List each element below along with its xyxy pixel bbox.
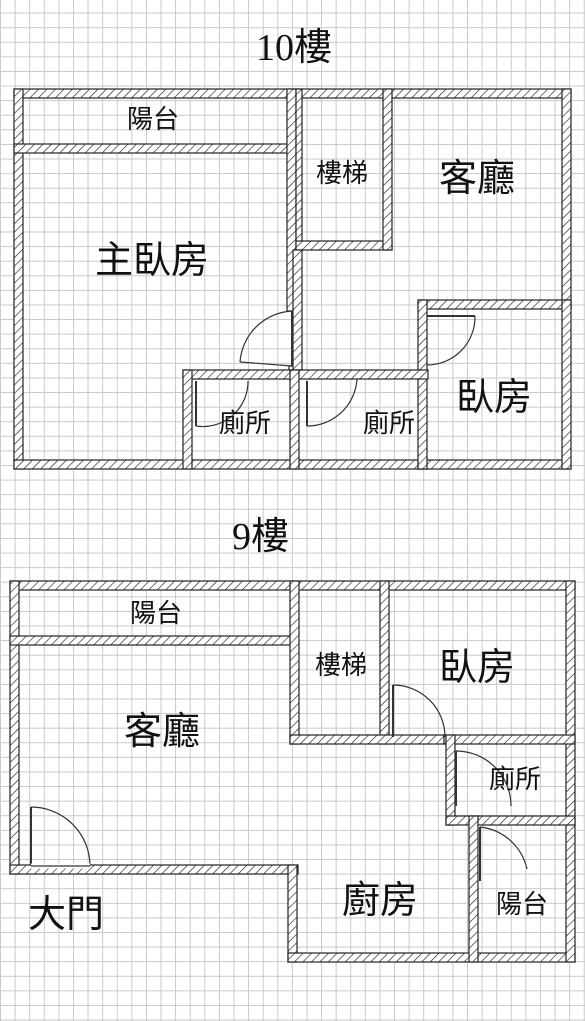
room-label-living: 客廳 bbox=[123, 711, 201, 753]
room-label-bedroom: 臥房 bbox=[438, 647, 516, 689]
room-label-toilet-left: 廁所 bbox=[218, 409, 272, 438]
room-label-balcony: 陽台 bbox=[126, 105, 180, 134]
room-label-stairs: 樓梯 bbox=[315, 159, 369, 188]
floor-9-title: 9樓 bbox=[232, 516, 290, 558]
room-label-balcony-right: 陽台 bbox=[495, 890, 549, 919]
room-label-bedroom: 臥房 bbox=[455, 377, 533, 419]
room-label-balcony-top: 陽台 bbox=[129, 599, 183, 628]
room-label-master-bedroom: 主臥房 bbox=[94, 240, 210, 282]
room-label-living: 客廳 bbox=[438, 158, 516, 200]
room-label-kitchen: 廚房 bbox=[341, 880, 419, 922]
label-main-door: 大門 bbox=[27, 894, 105, 936]
floor-9-walls bbox=[9, 580, 576, 963]
floor-10-title: 10樓 bbox=[256, 27, 333, 69]
room-label-toilet-right: 廁所 bbox=[362, 409, 416, 438]
floor-10-doors bbox=[195, 310, 476, 428]
room-label-toilet: 廁所 bbox=[488, 765, 542, 794]
floor-9-doors bbox=[30, 684, 528, 881]
room-label-stairs: 樓梯 bbox=[314, 651, 368, 680]
floor-10-walls bbox=[13, 88, 572, 470]
